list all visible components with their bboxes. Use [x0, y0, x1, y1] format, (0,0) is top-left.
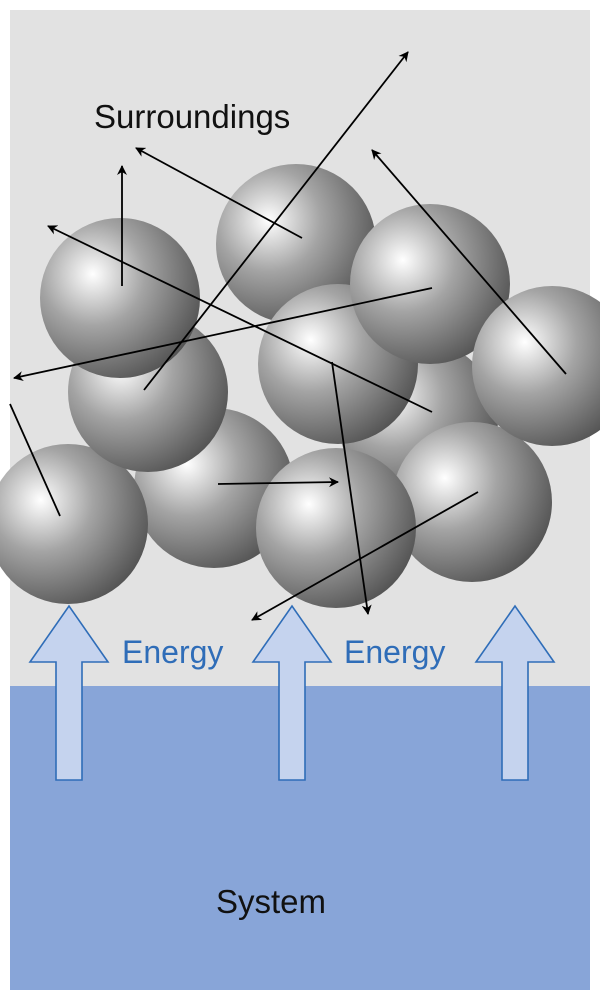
energy-arrow-icon — [28, 604, 110, 781]
particle-sphere — [216, 164, 376, 324]
motion-arrow — [331, 361, 372, 615]
motion-arrow — [47, 225, 433, 413]
energy-arrow-icon — [474, 604, 556, 781]
system-label: System — [216, 883, 326, 920]
motion-arrows — [9, 51, 567, 621]
energy-arrows — [28, 604, 556, 781]
energy-label-left: Energy — [122, 634, 223, 670]
particle-sphere — [256, 448, 416, 608]
motion-arrow — [9, 403, 61, 517]
particle-sphere — [40, 218, 200, 378]
motion-arrow — [143, 51, 409, 391]
surroundings-label: Surroundings — [94, 98, 290, 135]
motion-arrow — [217, 477, 339, 488]
particle-group — [0, 164, 600, 608]
particle-sphere — [0, 444, 148, 604]
particle-sphere — [392, 422, 552, 582]
motion-arrow — [371, 149, 567, 375]
energy-arrow-icon — [251, 604, 333, 781]
energy-label-right: Energy — [344, 634, 445, 670]
particle-sphere — [350, 204, 510, 364]
motion-arrow — [251, 491, 479, 621]
motion-arrow — [13, 287, 433, 381]
particle-sphere — [472, 286, 600, 446]
